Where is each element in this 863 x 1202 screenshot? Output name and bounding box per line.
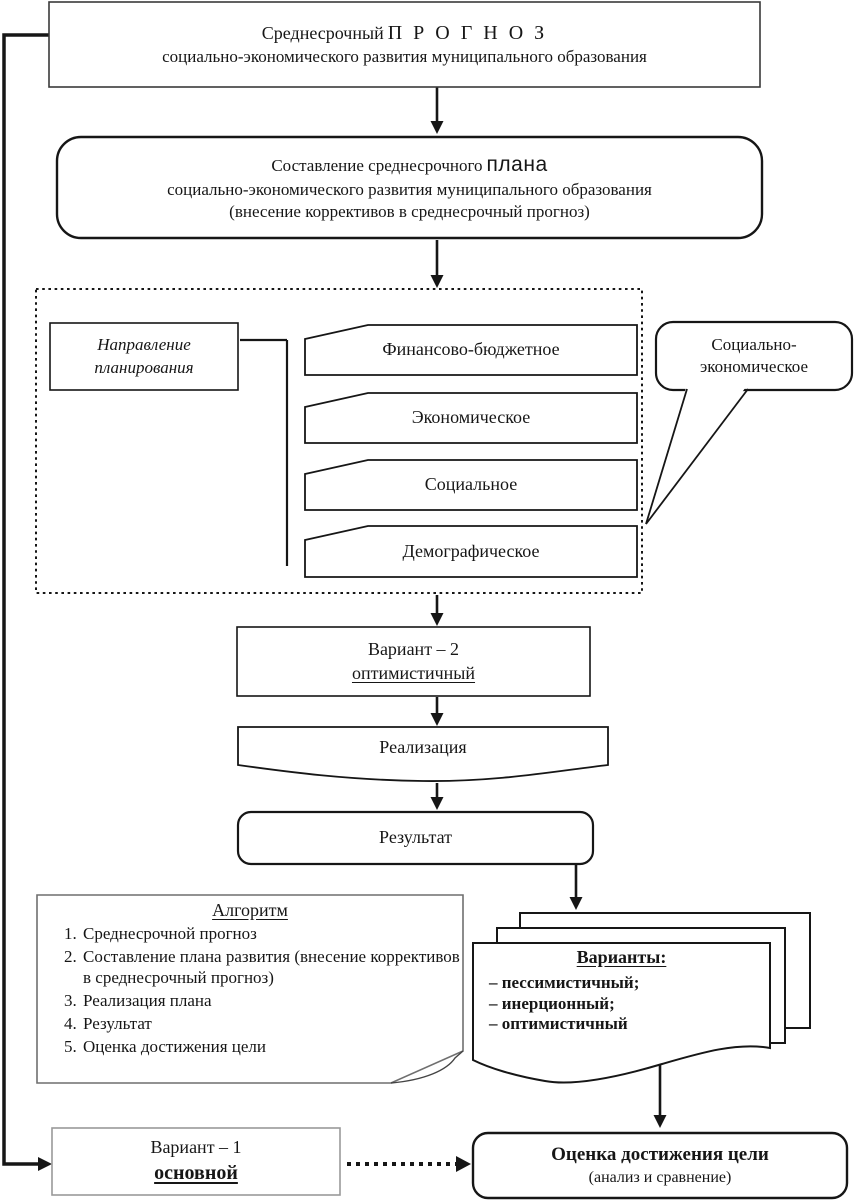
plan-title-big: плана bbox=[486, 153, 548, 177]
algorithm-list: Среднесрочной прогноз Составление плана … bbox=[37, 923, 463, 1057]
result-box-outline bbox=[236, 810, 595, 866]
variant2-line1: Вариант – 2 bbox=[367, 638, 460, 659]
result-label: Результат bbox=[379, 827, 452, 848]
variants-doc: Варианты: – пессимистичный; – инерционны… bbox=[473, 947, 770, 1035]
card-social-label: Социальное bbox=[424, 474, 518, 495]
variant2-node: Вариант – 2 оптимистичный bbox=[237, 627, 590, 696]
feedback-arrowhead-icon bbox=[38, 1157, 52, 1171]
algorithm-item: Среднесрочной прогноз bbox=[81, 923, 463, 944]
evaluation-node: Оценка достижения цели (анализ и сравнен… bbox=[473, 1133, 847, 1198]
plan-title: Составление среднесрочного плана bbox=[271, 151, 547, 179]
callout-line2: экономическое bbox=[699, 357, 809, 376]
forecast-subtitle: социально-экономического развития муници… bbox=[162, 47, 647, 67]
plan-line3: (внесение коррективов в среднесрочный пр… bbox=[229, 202, 590, 222]
evaluation-box-outline bbox=[471, 1131, 849, 1200]
variants-doc-item: – оптимистичный bbox=[489, 1014, 628, 1034]
algorithm-item: Оценка достижения цели bbox=[81, 1036, 463, 1057]
card-demographic: Демографическое bbox=[305, 526, 637, 577]
card-finance-outline bbox=[304, 324, 638, 376]
plan-box-outline bbox=[55, 135, 764, 240]
card-demographic-label: Демографическое bbox=[402, 540, 540, 561]
algorithm-item: Результат bbox=[81, 1013, 463, 1034]
realization-shape-outline bbox=[237, 726, 609, 782]
algorithm-item: Реализация плана bbox=[81, 990, 463, 1011]
card-economic-outline bbox=[304, 392, 638, 444]
plan-line2: социально-экономического развития муници… bbox=[167, 179, 652, 199]
direction-box-outline bbox=[49, 322, 239, 391]
flow-arrowheads bbox=[430, 121, 667, 1128]
flow-arrows bbox=[435, 87, 662, 1116]
card-economic: Экономическое bbox=[305, 393, 637, 443]
algorithm-item: Составление плана развития (внесение кор… bbox=[81, 946, 463, 988]
forecast-node: Среднесрочный П Р О Г Н О З социально-эк… bbox=[49, 2, 760, 87]
variant2-line2: оптимистичный bbox=[351, 662, 476, 683]
callout-tail-right bbox=[645, 388, 749, 525]
dotted-arrowhead-icon bbox=[456, 1156, 471, 1172]
algorithm-note: Алгоритм Среднесрочной прогноз Составлен… bbox=[37, 900, 463, 1059]
plan-node: Составление среднесрочного плана социаль… bbox=[57, 137, 762, 238]
direction-line2: планирования bbox=[94, 357, 194, 377]
result-node: Результат bbox=[238, 812, 593, 864]
variants-doc-list: – пессимистичный; – инерционный; – оптим… bbox=[489, 973, 770, 1035]
evaluation-line1: Оценка достижения цели bbox=[551, 1144, 769, 1166]
callout-bubble-outline bbox=[654, 320, 854, 392]
callout-tail-left bbox=[645, 388, 688, 525]
card-social: Социальное bbox=[305, 460, 637, 510]
evaluation-line2: (анализ и сравнение) bbox=[588, 1169, 732, 1187]
feedback-line bbox=[2, 33, 49, 1166]
forecast-title-caps: П Р О Г Н О З bbox=[387, 22, 548, 45]
card-social-outline bbox=[304, 459, 638, 511]
variant1-node: Вариант – 1 основной bbox=[52, 1128, 340, 1195]
realization-label: Реализация bbox=[379, 737, 467, 758]
variants-doc-item: – инерционный; bbox=[489, 993, 615, 1013]
direction-node: Направление планирования bbox=[50, 323, 238, 390]
variant2-box-outline bbox=[236, 626, 591, 697]
card-finance-label: Финансово-бюджетное bbox=[382, 339, 560, 360]
variant1-line2: основной bbox=[154, 1162, 238, 1185]
card-demographic-outline bbox=[304, 525, 638, 578]
card-finance: Финансово-бюджетное bbox=[305, 325, 637, 375]
callout-node: Социально- экономическое bbox=[656, 322, 852, 390]
forecast-box-outline bbox=[48, 1, 761, 88]
direction-line1: Направление bbox=[97, 335, 191, 355]
variants-doc-title: Варианты: bbox=[576, 947, 667, 967]
algorithm-title: Алгоритм bbox=[212, 900, 288, 920]
callout-line1: Социально- bbox=[711, 334, 797, 354]
variants-doc-item: – пессимистичный; bbox=[489, 973, 640, 992]
doc-sheet-front bbox=[472, 942, 771, 1084]
forecast-title-normal: Среднесрочный bbox=[261, 23, 384, 44]
card-economic-label: Экономическое bbox=[411, 407, 531, 428]
planning-region-outline bbox=[35, 288, 643, 594]
realization-node: Реализация bbox=[238, 727, 608, 769]
algorithm-note-outline bbox=[36, 894, 464, 1084]
variant1-box-outline bbox=[51, 1127, 341, 1196]
forecast-title: Среднесрочный П Р О Г Н О З bbox=[262, 20, 547, 46]
algorithm-note-fold-icon bbox=[390, 1050, 464, 1084]
plan-title-prefix: Составление среднесрочного bbox=[271, 156, 483, 176]
variant1-line1: Вариант – 1 bbox=[150, 1137, 242, 1158]
